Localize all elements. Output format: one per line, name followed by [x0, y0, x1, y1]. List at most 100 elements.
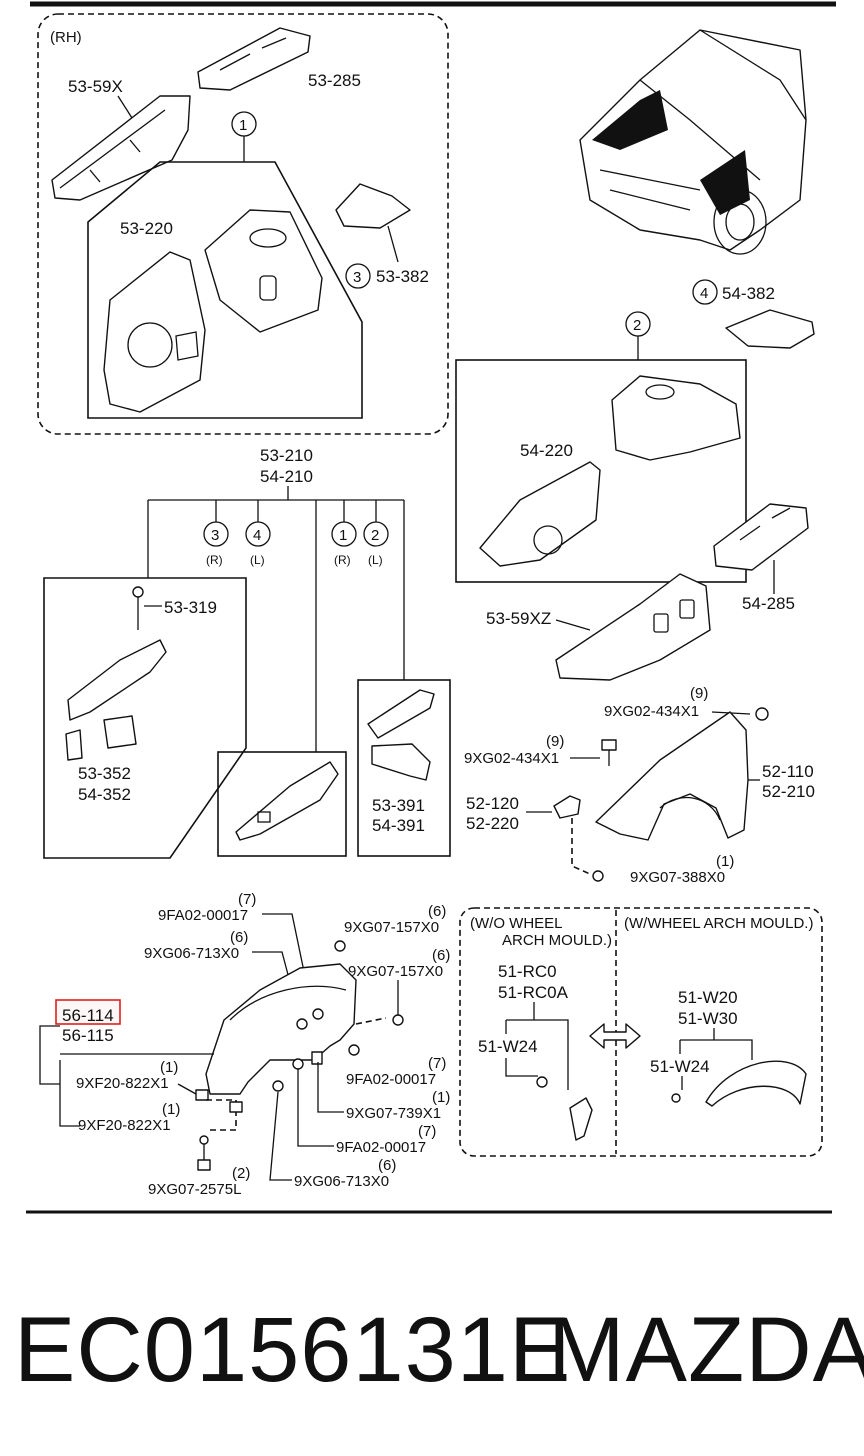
bolt-9XG02-drawing — [601, 739, 617, 766]
qty-6-a: (6) — [230, 929, 248, 946]
part-56-114-liner-drawing — [205, 963, 360, 1095]
part-53-59XZ-drawing — [555, 573, 711, 681]
qty-7-c: (7) — [418, 1123, 436, 1140]
svg-text:4: 4 — [700, 285, 708, 302]
label-9XG02-434X1-b: 9XG02-434X1 — [464, 750, 559, 767]
part-54-220-drawing — [479, 375, 741, 567]
label-53-319: 53-319 — [164, 598, 217, 617]
label-9FA02-00017-b: 9FA02-00017 — [346, 1071, 436, 1088]
label-9XF20-822X1-b: 9XF20-822X1 — [78, 1117, 171, 1134]
label-56-115: 56-115 — [62, 1026, 114, 1045]
label-9XF20-822X1-a: 9XF20-822X1 — [76, 1075, 169, 1092]
part-53-220-drawing — [103, 209, 323, 413]
rh-group-frame — [37, 13, 449, 435]
part-52-110-fender-drawing — [595, 711, 749, 841]
circle-1-tree — [331, 521, 357, 547]
qty-1-c: (1) — [432, 1089, 450, 1106]
arrows-icon — [589, 1023, 641, 1049]
footer: EC0156131E MAZDA — [0, 1290, 864, 1410]
label-53-382: 53-382 — [376, 267, 429, 286]
group-right-frame — [357, 679, 451, 857]
svg-text:1: 1 — [339, 527, 347, 544]
rh-note: (RH) — [50, 29, 82, 46]
part-52-120-drawing — [553, 795, 581, 819]
qty-7-a: (7) — [238, 891, 256, 908]
qty-7-b: (7) — [428, 1055, 446, 1072]
label-54-285: 54-285 — [742, 594, 795, 613]
label-54-220: 54-220 — [520, 441, 573, 460]
label-53-210: 53-210 — [260, 446, 313, 465]
label-52-220: 52-220 — [466, 814, 519, 833]
screw-9XG07-2575L-drawing — [197, 1135, 211, 1171]
label-52-110: 52-110 — [762, 762, 814, 781]
label-53-59X: 53-59X — [68, 77, 123, 96]
wo-wheel-line1: (W/O WHEEL — [470, 915, 563, 932]
qty-1-fender: (1) — [716, 853, 734, 870]
svg-text:3: 3 — [353, 269, 361, 286]
circle-3-tree — [203, 521, 229, 547]
label-56-114: 56-114 — [62, 1006, 114, 1025]
svg-text:1: 1 — [239, 117, 247, 134]
label-53-220: 53-220 — [120, 219, 173, 238]
label-51-W30: 51-W30 — [678, 1009, 738, 1028]
wo-wheel-line2: ARCH MOULD.) — [502, 932, 612, 949]
circle-4-tree — [245, 521, 271, 547]
side-r-1: (R) — [206, 553, 223, 567]
wheel-arch-frame — [459, 907, 823, 1157]
highlight-56-114 — [55, 999, 121, 1025]
side-l-2: (L) — [368, 553, 383, 567]
label-53-391: 53-391 — [372, 796, 425, 815]
label-52-210: 52-210 — [762, 782, 815, 801]
label-9XG07-2575L: 9XG07-2575L — [148, 1181, 241, 1198]
qty-6-d: (6) — [378, 1157, 396, 1174]
label-9XG07-157X0-a: 9XG07-157X0 — [344, 919, 439, 936]
label-53-285: 53-285 — [308, 71, 361, 90]
label-54-210: 54-210 — [260, 467, 313, 486]
label-9FA02-00017-a: 9FA02-00017 — [158, 907, 248, 924]
w-wheel-line1: (W/WHEEL ARCH MOULD.) — [624, 915, 813, 932]
label-9XG07-739X1: 9XG07-739X1 — [346, 1105, 441, 1122]
label-54-382: 54-382 — [722, 284, 775, 303]
label-51-W20: 51-W20 — [678, 988, 738, 1007]
label-9XG07-157X0-b: 9XG07-157X0 — [348, 963, 443, 980]
part-54-285-drawing — [713, 503, 809, 571]
circle-4-top — [692, 279, 718, 305]
brand-name: MAZDA — [548, 1299, 864, 1401]
label-9XG06-713X0-a: 9XG06-713X0 — [144, 945, 239, 962]
svg-text:3: 3 — [211, 527, 219, 544]
qty-9-a: (9) — [690, 685, 708, 702]
group-left-frame — [43, 577, 247, 859]
label-52-120: 52-120 — [466, 794, 519, 813]
svg-text:2: 2 — [371, 527, 379, 544]
side-l-1: (L) — [250, 553, 265, 567]
qty-2: (2) — [232, 1165, 250, 1182]
svg-text:4: 4 — [253, 527, 261, 544]
qty-1-b: (1) — [162, 1101, 180, 1118]
circle-3-top — [345, 263, 371, 289]
part-53-59X-drawing — [51, 95, 191, 201]
qty-6-b: (6) — [428, 903, 446, 920]
label-9FA02-00017-c: 9FA02-00017 — [336, 1139, 426, 1156]
qty-6-c: (6) — [432, 947, 450, 964]
part-51-RC0-drawing — [536, 1076, 593, 1141]
part-53-382-drawing — [335, 183, 411, 229]
qty-1-a: (1) — [160, 1059, 178, 1076]
circle-2-tree — [363, 521, 389, 547]
qty-9-b: (9) — [546, 733, 564, 750]
label-51-RC0A: 51-RC0A — [498, 983, 569, 1002]
group-2-frame — [455, 359, 747, 583]
part-53-285-drawing — [197, 27, 311, 91]
part-51-W20-arch-drawing — [671, 1060, 807, 1107]
label-9XG02-434X1-a: 9XG02-434X1 — [604, 703, 699, 720]
label-53-59XZ: 53-59XZ — [486, 609, 551, 628]
label-51-RC0: 51-RC0 — [498, 962, 557, 981]
part-middle-rail-drawing — [235, 761, 339, 841]
group-middle-frame — [217, 751, 347, 857]
label-53-352: 53-352 — [78, 764, 131, 783]
part-54-382-drawing — [725, 309, 815, 349]
part-number: EC0156131E — [14, 1299, 572, 1401]
label-54-391: 54-391 — [372, 816, 425, 835]
label-51-W24-b: 51-W24 — [650, 1057, 710, 1076]
car-illustration — [579, 29, 807, 255]
